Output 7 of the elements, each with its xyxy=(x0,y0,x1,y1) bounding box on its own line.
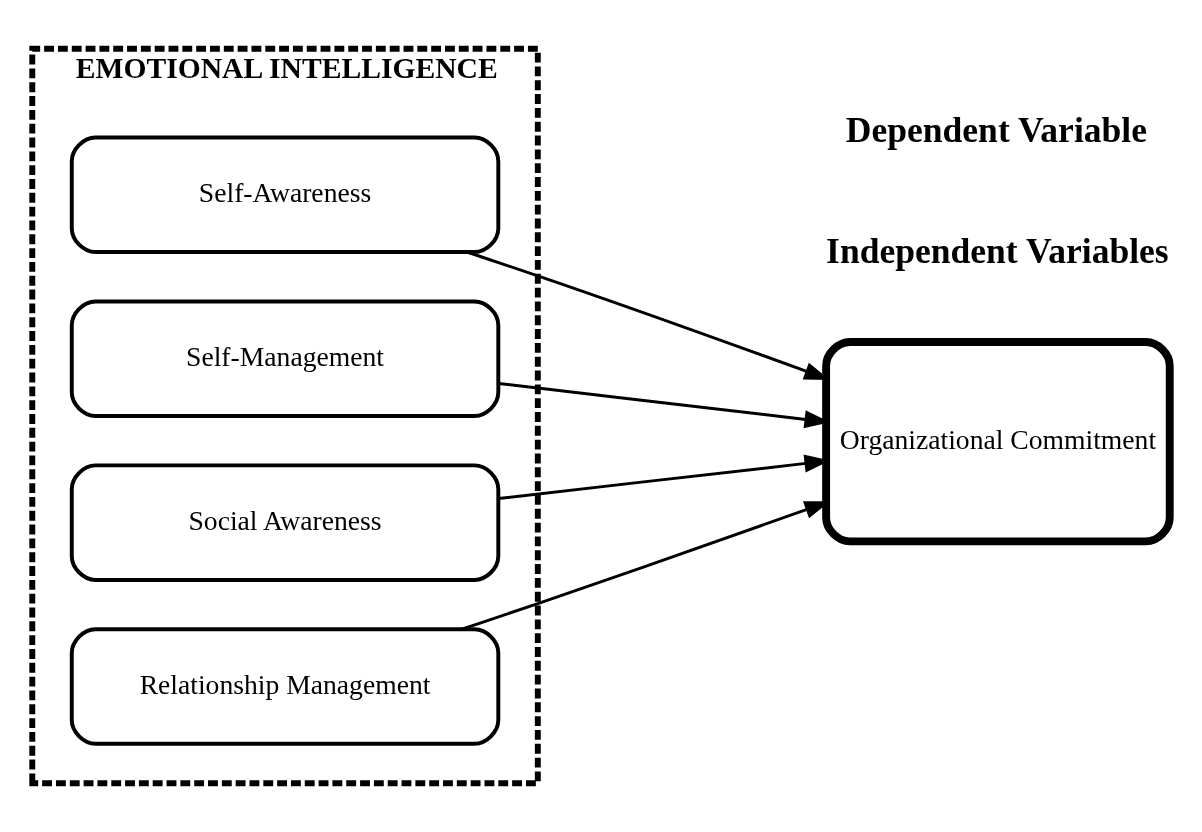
node-box: Relationship Management xyxy=(69,627,501,746)
node-box: Organizational Commitment xyxy=(822,338,1174,546)
label: Dependent Variable xyxy=(845,110,1147,151)
node-box: Self-Management xyxy=(69,299,501,418)
label: Independent Variables xyxy=(826,230,1169,271)
node-box: Self-Awareness xyxy=(69,135,501,255)
node-box: Social Awareness xyxy=(69,463,501,582)
